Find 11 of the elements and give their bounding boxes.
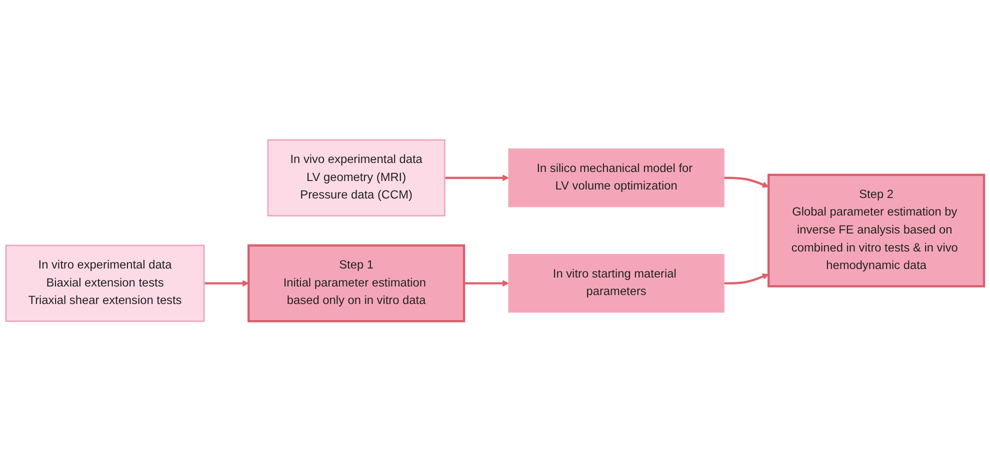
arrow <box>464 280 509 287</box>
node-box: Step 1 Initial parameter estimation based only on in vitro data <box>247 244 466 323</box>
arrow <box>724 274 769 285</box>
node-box: Step 2 Global parameter estimation by inverse FE analysis based on combined in vitro tests & in vivo hemodynamic data <box>767 174 986 288</box>
arrow <box>724 177 769 188</box>
arrow <box>444 174 509 182</box>
node-box: In silico mechanical model for LV volume optimization <box>508 148 724 208</box>
node-box: In vitro starting material parameters <box>508 254 724 314</box>
arrow <box>204 280 249 287</box>
node-box: In vitro experimental data Biaxial extension tests Triaxial shear extension tests <box>5 245 205 322</box>
node-box: In vivo experimental data LV geometry (MRI) Pressure data (CCM) <box>267 140 446 217</box>
